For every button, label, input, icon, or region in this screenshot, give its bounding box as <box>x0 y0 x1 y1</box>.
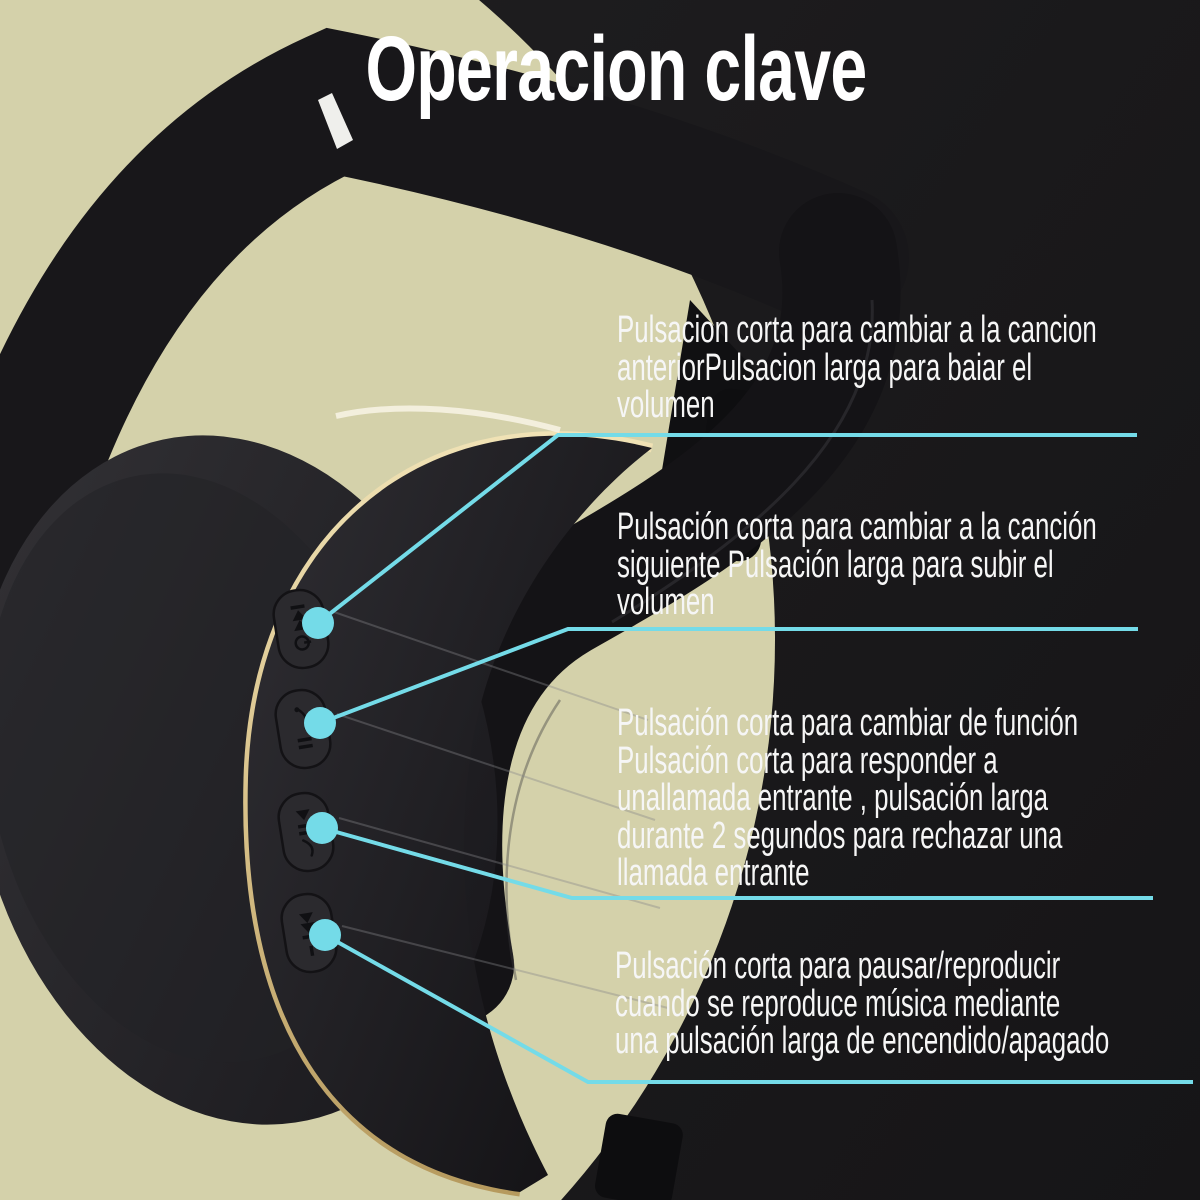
callout-line: Pulsación corta para cambiar de función <box>617 702 1079 744</box>
callout-line: Pulsación corta para pausar/reproducir <box>615 945 1061 987</box>
headband-glint <box>318 93 353 149</box>
mic-port <box>595 1113 683 1200</box>
callout-multifunction: Pulsación corta para cambiar de función … <box>617 702 1079 894</box>
leader-dot-3 <box>306 812 338 844</box>
callout-line: llamada entrante <box>617 852 810 894</box>
callout-play-pause: Pulsación corta para pausar/reproducir c… <box>615 945 1110 1062</box>
callout-line: Pulsación corta para cambiar a la canció… <box>617 506 1097 548</box>
leader-dot-1 <box>302 607 334 639</box>
page-title: Operacion clave <box>365 18 868 120</box>
reflection-line-3 <box>338 817 661 909</box>
callout-line: Pulsacion corta para cambiar a la cancio… <box>617 309 1097 351</box>
leader-line-1 <box>316 433 1137 625</box>
reflection-line-2 <box>336 713 656 821</box>
callout-line: volumen <box>617 581 715 623</box>
callout-line: siguiente Pulsación larga para subir el <box>617 543 1054 586</box>
reflection-line-1 <box>333 611 649 721</box>
callout-prev-track: Pulsacion corta para cambiar a la cancio… <box>617 309 1097 426</box>
leader-dot-4 <box>309 919 341 951</box>
callout-line: una pulsación larga de encendido/apagado <box>615 1020 1110 1062</box>
callout-next-track: Pulsación corta para cambiar a la canció… <box>617 506 1097 623</box>
callout-line: durante 2 segundos para rechazar una <box>617 814 1063 857</box>
gold-rim-glint <box>335 405 561 433</box>
leader-dot-2 <box>304 707 336 739</box>
headband <box>0 27 909 891</box>
callout-line: Pulsación corta para responder a <box>617 739 998 782</box>
leader-line-4 <box>324 933 1193 1084</box>
leader-line-2 <box>319 627 1138 725</box>
callout-line: volumen <box>617 384 715 426</box>
ear-cup-face <box>247 435 652 1193</box>
leader-line-3 <box>321 826 1153 900</box>
callout-line: anteriorPulsacion larga para baiar el <box>617 346 1033 389</box>
reflection-line-4 <box>341 925 669 1009</box>
callout-line: unallamada entrante , pulsación larga <box>617 777 1048 819</box>
callout-line: cuando se reproduce música mediante <box>615 982 1061 1025</box>
yoke-highlight <box>611 299 874 624</box>
yoke-highlight-2 <box>505 699 562 981</box>
